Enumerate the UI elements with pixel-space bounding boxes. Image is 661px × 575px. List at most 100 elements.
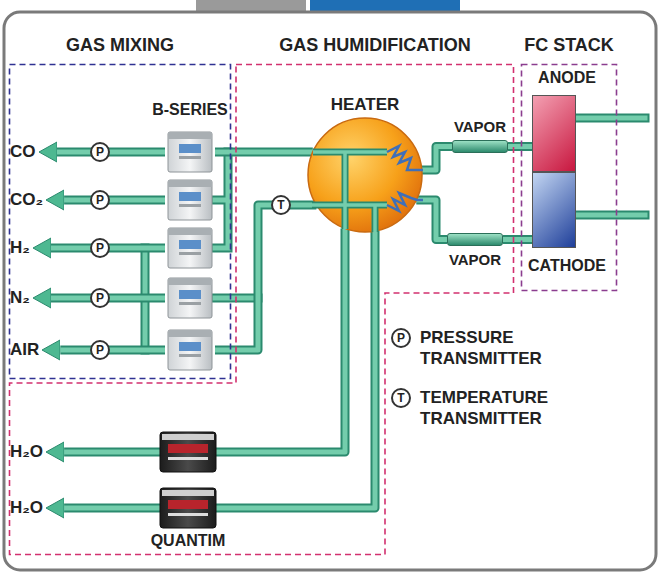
stack-label: CATHODE [528,256,606,275]
pipe [312,152,387,232]
inlet-symbol [46,497,64,519]
inlet-symbol [33,237,51,259]
pipe [60,348,165,353]
inlet-label: CO [10,141,36,163]
mass-flow-controller [165,128,215,374]
pipe [508,144,532,149]
pipe-connector [215,152,313,153]
gas-inlet: CO₂ [10,189,64,211]
transmitter-symbol: T [271,195,291,215]
pipe [215,148,313,157]
outer-frame [4,12,656,570]
anode-block [532,95,576,172]
legend-text: PRESSURE TRANSMITTER [420,327,580,369]
region-outline [10,65,231,379]
pipe-connector [416,200,447,240]
vapor-chamber: VAPOR [446,118,514,154]
inlet-symbol [46,441,64,463]
transmitter-symbol: P [90,238,110,258]
transmitter-symbol: T [391,388,411,408]
inlet-symbol [46,189,64,211]
gas-inlet: N₂ [10,287,51,309]
pipe [64,228,345,452]
vapor-label: VAPOR [449,251,501,269]
pipe [416,200,447,240]
vapor-chamber [447,233,503,246]
pipe-connector [57,152,166,153]
vapor-chamber: VAPOR [441,233,509,273]
pipe [51,246,165,251]
pipe [51,294,165,303]
series-heading: B-SERIES [152,100,228,120]
heating-coil [387,193,423,211]
region-outline [10,65,514,555]
cathode-block [532,172,576,248]
inlet-symbol [33,287,51,309]
process-region: GAS HUMIDIFICATION HEATER VAPOR VAPOR H₂O H₂O [8,30,515,556]
inlet-label: CO₂ [10,189,43,211]
mass-flow-controller [168,180,212,220]
region-heading: FC STACK [524,34,614,56]
heater-vessel: HEATER [307,95,423,233]
heater-vessel [307,117,423,233]
flow-meter [160,432,216,472]
vapor-label: VAPOR [454,118,506,136]
product-label: QUANTIM [151,532,226,550]
transmitter-symbol: P [391,328,411,348]
process-region: FC STACK ANODE CATHODE [520,30,618,292]
cathode-block: CATHODE [522,172,616,282]
pipe-connector [64,231,375,508]
transmitter-symbol: P [90,340,110,360]
pipe [416,200,447,240]
region-outline [8,63,515,556]
heating-coil [387,146,423,170]
gas-inlet: H₂ [10,237,51,259]
inlet-label: N₂ [10,287,30,309]
flow-meter [160,488,216,528]
pipe [503,235,532,244]
transmitter-symbol: P [90,288,110,308]
region-heading: GAS HUMIDIFICATION [279,34,471,56]
inlet-symbol [39,141,57,163]
pipe [503,237,532,242]
pipe-connector [422,147,452,171]
pipe-connector [51,298,165,299]
transmitter-symbol: P [90,142,110,162]
inlet-label: H₂O [10,497,43,519]
inlet-label: H₂O [10,441,43,463]
heater-label: HEATER [331,95,400,115]
pipe-connector [60,350,165,351]
inlet-label: AIR [10,339,39,361]
pipe [51,296,165,301]
mass-flow-controller [168,132,212,172]
anode-block: ANODE [522,68,616,172]
gas-inlet: AIR [10,339,60,361]
pipe-connector [503,239,532,240]
inlet-symbol [42,339,60,361]
pipe [312,152,387,232]
pipe [57,148,166,157]
transmitter-symbol: P [90,190,110,210]
vapor-chamber [452,140,508,153]
pipe [64,228,345,452]
water-inlet: H₂O [10,441,64,463]
pipe-connector [64,200,165,201]
pipe [64,198,165,203]
region-outline [522,65,617,291]
pipe [64,231,375,508]
pipe [215,150,313,155]
process-region: GAS MIXING B-SERIES CO CO₂ H₂ N₂ AIR [8,30,232,380]
mass-flow-controller [168,228,212,268]
stack-label: ANODE [538,68,596,87]
mass-flow-controller-stack: B-SERIES [145,100,235,376]
mass-flow-controller [168,278,212,318]
pipe [64,196,165,205]
pipe [51,244,165,253]
inlet-label: H₂ [10,237,30,259]
legend-text: TEMPERATURE TRANSMITTER [420,387,580,429]
region-heading: GAS MIXING [66,34,174,56]
